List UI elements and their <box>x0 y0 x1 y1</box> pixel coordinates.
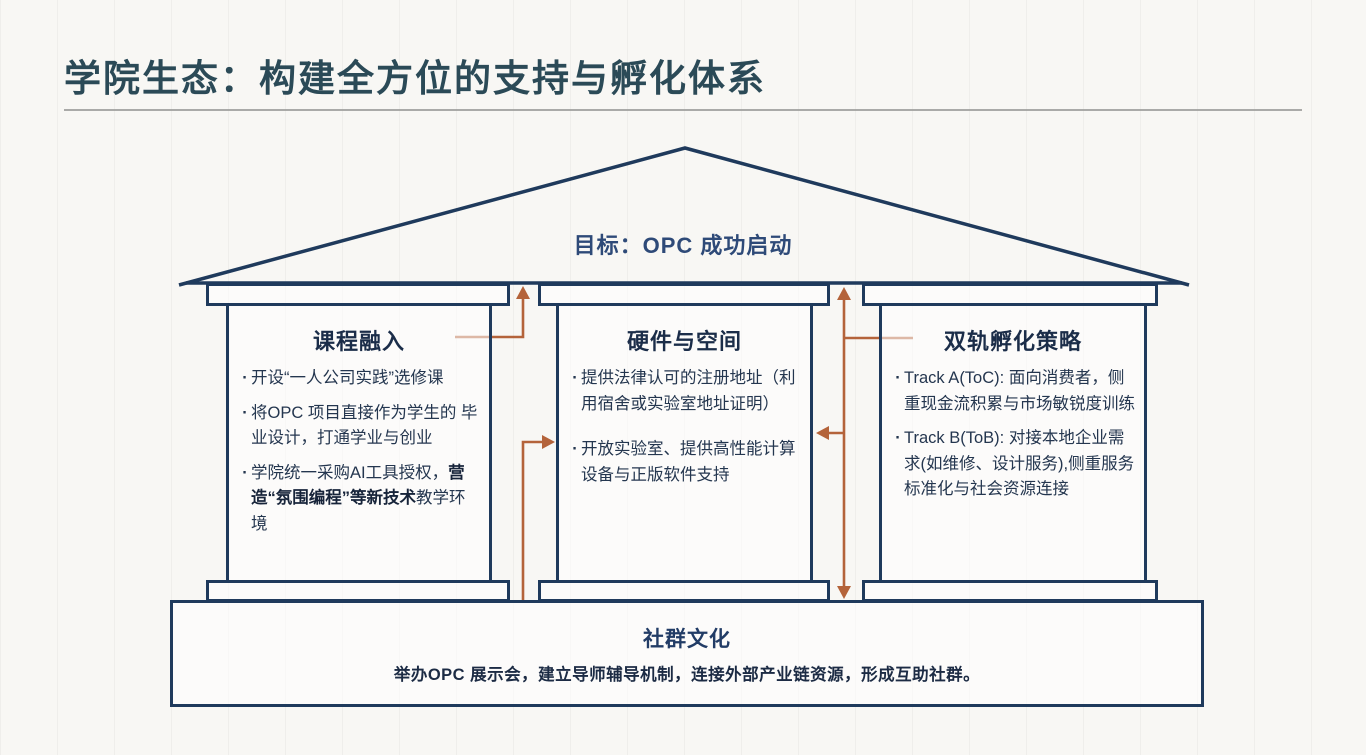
bullet-track-b: · Track B(ToB): 对接本地企业需求(如维修、设计服务),侧重服务标… <box>892 426 1136 503</box>
bullet-marker: · <box>572 440 578 459</box>
bullet-text: Track B(ToB): 对接本地企业需求(如维修、设计服务),侧重服务标准化… <box>904 429 1135 499</box>
bullet-marker: · <box>895 429 901 448</box>
arrowhead-up-icon <box>837 287 851 300</box>
foundation-title: 社群文化 <box>643 627 731 651</box>
pillar-curriculum-base <box>206 580 510 602</box>
bullet-text: 开放实验室、提供高性能计算设备与正版软件支持 <box>581 440 796 484</box>
bullet-text: 将OPC 项目直接作为学生的 毕业设计，打通学业与创业 <box>251 403 478 448</box>
pillar-bullet-list: · 提供法律认可的注册地址（利用宿舍或实验室地址证明） · 开放实验室、提供高性… <box>559 366 810 488</box>
bullet-elective-course: · 开设“一人公司实践”选修课 <box>239 366 481 392</box>
pillar-curriculum-capital <box>206 283 510 306</box>
pillar-bullet-list: · 开设“一人公司实践”选修课 · 将OPC 项目直接作为学生的 毕业设计，打通… <box>229 366 489 537</box>
foundation-community: 社群文化 举办OPC 展示会，建立导师辅导机制，连接外部产业链资源，形成互助社群… <box>170 600 1204 707</box>
pillar-hardware: 硬件与空间 · 提供法律认可的注册地址（利用宿舍或实验室地址证明） · 开放实验… <box>556 303 813 583</box>
pillar-hardware-capital <box>538 283 830 306</box>
bullet-track-a: · Track A(ToC): 面向消费者，侧重现金流积累与市场敏锐度训练 <box>892 366 1136 417</box>
bullet-text-normal: 教学环境 <box>251 489 466 533</box>
bullet-registered-address: · 提供法律认可的注册地址（利用宿舍或实验室地址证明） <box>569 366 802 417</box>
arrowhead-up-icon <box>516 286 530 299</box>
arrowhead-left-icon <box>816 426 829 440</box>
pillar-incubation-base <box>862 580 1158 602</box>
bullet-text: 学院统一采购AI工具授权，营造“氛围编程”等新技术教学环境 <box>251 461 481 538</box>
pillar-title: 课程融入 <box>312 329 405 354</box>
bullet-open-lab: · 开放实验室、提供高性能计算设备与正版软件支持 <box>569 437 802 488</box>
bullet-text: 提供法律认可的注册地址（利用宿舍或实验室地址证明） <box>581 369 796 413</box>
bullet-marker: · <box>242 403 248 422</box>
title-underline <box>64 109 1302 111</box>
bullet-text-normal: 学院统一采购AI工具授权， <box>251 463 449 482</box>
roof-goal-label: 目标：OPC 成功启动 <box>573 233 793 258</box>
pillar-bullet-list: · Track A(ToC): 面向消费者，侧重现金流积累与市场敏锐度训练 · … <box>882 366 1144 503</box>
bullet-text: 开设“一人公司实践”选修课 <box>251 369 444 387</box>
foundation-description: 举办OPC 展示会，建立导师辅导机制，连接外部产业链资源，形成互助社群。 <box>393 665 981 684</box>
roof-outline <box>178 146 1190 287</box>
bullet-marker: · <box>895 369 901 387</box>
bullet-marker: · <box>572 369 578 387</box>
arrowhead-down-icon <box>837 586 851 599</box>
pillar-curriculum: 课程融入 · 开设“一人公司实践”选修课 · 将OPC 项目直接作为学生的 毕业… <box>226 303 492 583</box>
bullet-graduation-project: · 将OPC 项目直接作为学生的 毕业设计，打通学业与创业 <box>239 401 481 452</box>
pillar-incubation: 双轨孵化策略 · Track A(ToC): 面向消费者，侧重现金流积累与市场敏… <box>879 303 1147 583</box>
arrow-foundation-to-hardware <box>521 440 544 600</box>
bullet-marker: · <box>242 463 248 482</box>
bullet-marker: · <box>242 369 248 387</box>
bullet-text: Track A(ToC): 面向消费者，侧重现金流积累与市场敏锐度训练 <box>904 369 1135 413</box>
arrowhead-right-icon <box>542 435 555 449</box>
bullet-ai-tools: · 学院统一采购AI工具授权，营造“氛围编程”等新技术教学环境 <box>239 461 481 538</box>
pillar-hardware-base <box>538 580 830 602</box>
pillar-title: 硬件与空间 <box>626 329 742 354</box>
pillar-title: 双轨孵化策略 <box>943 329 1082 354</box>
pillar-incubation-capital <box>862 283 1158 306</box>
bullet-text-bold: 营造“氛围编程”等新技术 <box>251 463 465 508</box>
page-title: 学院生态：构建全方位的支持与孵化体系 <box>64 58 766 99</box>
